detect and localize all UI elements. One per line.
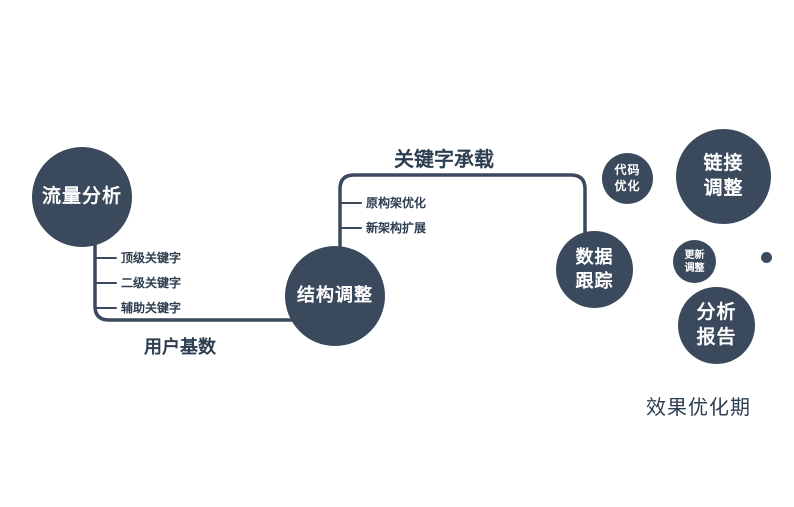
link-adjustment-label-line1: 链接 [703,152,744,174]
code-optimization-node: 代码 优化 [602,153,653,204]
analysis-report-node: 分析 报告 [678,287,755,364]
traffic-analysis-label: 流量分析 [41,185,122,207]
structure-adjustment-label: 结构调整 [297,285,373,306]
branch-label-new-architecture: 新架构扩展 [366,221,427,235]
update-adjustment-label-line1: 更新 [684,249,705,261]
dot-marker [761,252,772,263]
branch-label-top-keywords: 顶级关键字 [121,251,182,265]
update-adjustment-label-line2: 调整 [684,262,705,274]
edge-traffic-to-structure [93,226,296,322]
branch-label-original-architecture: 原构架优化 [366,196,427,210]
user-base-edge-label: 用户基数 [144,337,216,357]
data-tracking-node: 数据 跟踪 [556,231,633,308]
branch-ticks-traffic [94,257,117,309]
data-tracking-label-line1: 数据 [575,247,614,268]
code-optimization-label-line2: 优化 [614,178,641,193]
keyword-carrying-edge-label: 关键字承载 [394,149,494,171]
branch-label-second-keywords: 二级关键字 [121,276,182,290]
branch-label-auxiliary-keywords: 辅助关键字 [121,301,182,315]
data-tracking-label-line2: 跟踪 [575,270,614,291]
effect-optimization-caption: 效果优化期 [646,397,751,419]
update-adjustment-node: 更新 调整 [673,240,716,283]
code-optimization-label-line1: 代码 [614,162,641,177]
branch-ticks-structure [339,202,362,229]
structure-adjustment-node: 结构调整 [285,246,385,346]
link-adjustment-label-line2: 调整 [703,177,744,199]
analysis-report-label-line1: 分析 [696,301,737,323]
link-adjustment-node: 链接 调整 [676,129,771,224]
edge-structure-to-tracking [338,173,587,254]
analysis-report-label-line2: 报告 [696,326,737,348]
traffic-analysis-node: 流量分析 [32,147,132,247]
